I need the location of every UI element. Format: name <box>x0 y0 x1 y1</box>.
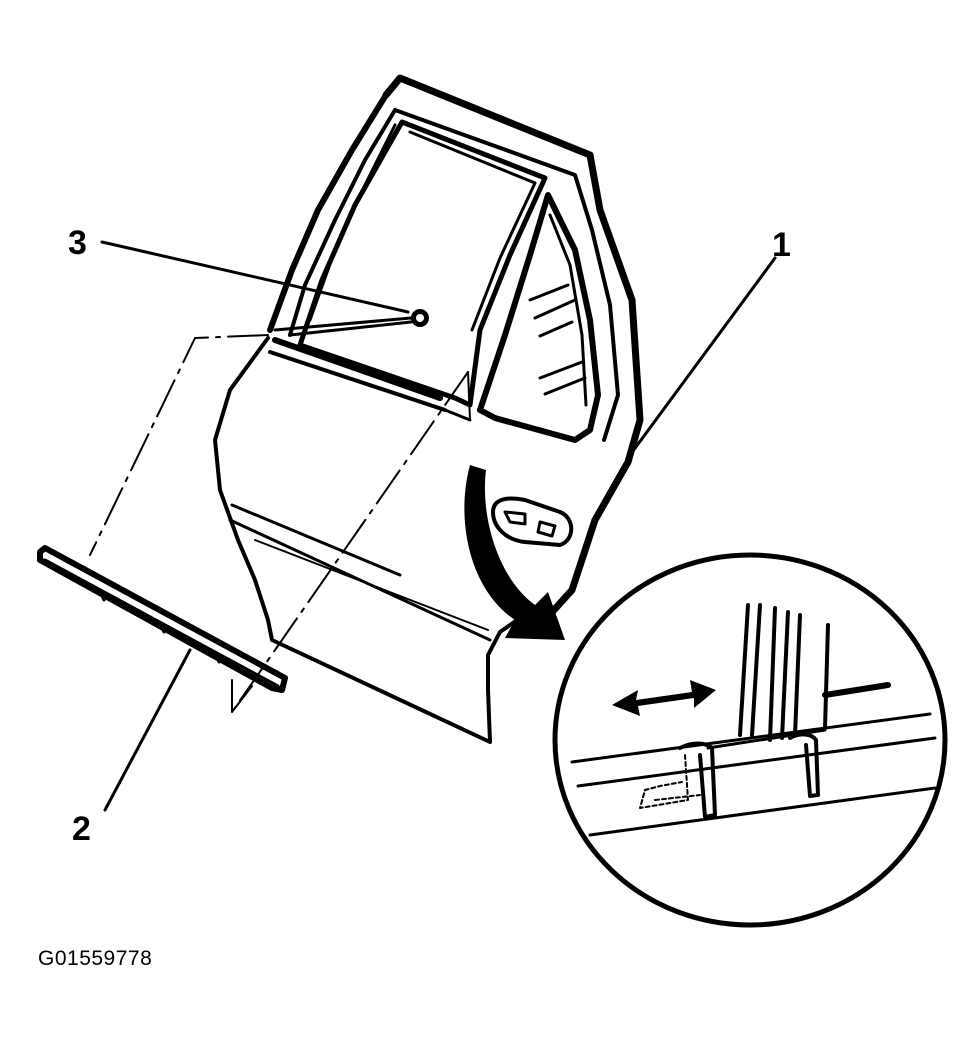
figure-id: G01559778 <box>38 947 153 970</box>
fastener <box>273 309 429 337</box>
leader-lines <box>100 240 777 812</box>
double-arrow-icon <box>612 680 716 716</box>
callout-3-label: 3 <box>68 224 87 262</box>
callout-2-label: 2 <box>72 810 91 848</box>
rear-door <box>213 74 644 744</box>
detail-view <box>552 552 948 928</box>
callout-1-label: 1 <box>772 226 791 264</box>
curved-arrow-icon <box>464 465 565 640</box>
lower-molding <box>37 334 471 713</box>
